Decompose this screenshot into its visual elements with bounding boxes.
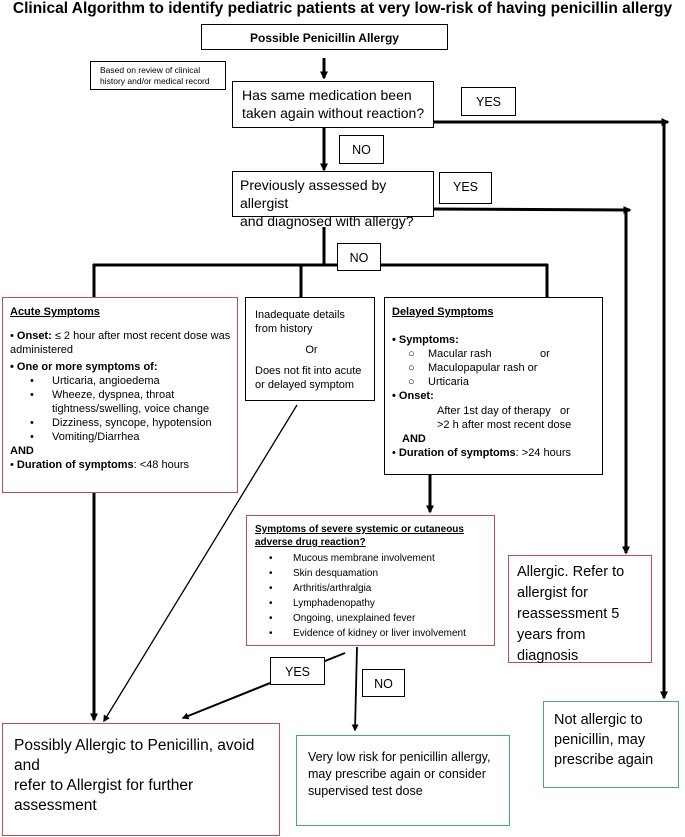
possibly-allergic-line-4: assessment [14,797,97,814]
delayed-duration-label: Duration of symptoms [398,447,516,459]
delayed-onset-text-1: After 1st day of therapy [437,405,551,417]
q1-line-1: Has same medication been [242,87,412,103]
note-line-2: history and/or medical record [100,76,210,86]
arrow-q2-yes [433,205,632,214]
possibly-allergic-box: Possibly Allergic to Penicillin, avoid a… [2,723,280,836]
delayed-symptom-suffix: or [540,348,550,360]
severe-item: •Arthritis/arthralgia [269,583,372,594]
acute-symptoms-box: Acute Symptoms • Onset: ≤ 2 hour after m… [2,297,238,493]
label-severe-yes: YES [270,657,325,685]
severe-item: •Evidence of kidney or liver involvement [269,628,466,639]
acute-and: AND [10,445,34,457]
acute-symptom-text: Urticaria, angioedema [52,375,160,387]
very-low-risk-text: Very low risk for penicillin allergy, ma… [308,750,491,798]
label-q2-yes: YES [439,172,492,204]
arrow-severe-no [351,646,359,732]
not-allergic-box: Not allergic to penicillin, may prescrib… [543,701,679,788]
acute-duration-label: Duration of symptoms [16,459,134,471]
q1-line-2: taken again without reaction? [242,105,425,121]
acute-symptom-item: •Wheeze, dyspnea, throat tightness/swell… [30,389,210,415]
possibly-allergic-line-1: Possibly Allergic to Penicillin, avoid [14,737,255,754]
label-q1-no: NO [339,135,384,164]
inadequate-details-box: Inadequate details from history Or Does … [245,297,375,401]
not-allergic-text: Not allergic to penicillin, may prescrib… [554,712,654,768]
inadequate-or: Or [305,344,318,356]
allergic-refer-box: Allergic. Refer to allergist for reasses… [508,555,652,664]
diagram-title: Clinical Algorithm to identify pediatric… [12,0,673,17]
acute-onset-label: Onset: [16,330,52,342]
acute-symptom-item: •Vomiting/Diarrhea [30,431,140,443]
q2-line-2: and diagnosed with allergy? [240,213,414,229]
delayed-onset-line-1: After 1st day of therapy or [437,404,596,418]
delayed-symptom-text: Maculopapular rash or [428,362,538,374]
inadequate-line-4: or delayed symptom [255,379,355,391]
delayed-and: AND [402,433,426,445]
severe-item: •Mucous membrane involvement [269,553,435,564]
inadequate-line-1: Inadequate details [255,309,345,321]
delayed-duration: • Duration of symptoms: >24 hours [392,447,571,459]
acute-symptom-text: Vomiting/Diarrhea [52,431,140,443]
question-previously-assessed: Previously assessed by allergist and dia… [232,171,434,229]
delayed-symptom-item: ○Urticaria [408,376,469,388]
possible-allergy-text: Possible Penicillin Allergy [250,31,399,45]
acute-symptoms-label-text: One or more symptoms of: [16,361,158,373]
acute-onset: • Onset: ≤ 2 hour after most recent dose… [10,330,231,356]
delayed-symptom-text: Urticaria [428,376,469,388]
label-severe-no: NO [362,669,405,697]
acute-duration-text: : <48 hours [133,459,189,471]
label-q2-no: NO [337,243,381,271]
delayed-symptoms-label-text: Symptoms: [398,334,459,346]
severe-item-text: Ongoing, unexplained fever [293,613,416,624]
severe-item: •Lymphadenopathy [269,598,375,609]
delayed-symptoms-label: • Symptoms: [392,334,459,346]
acute-onset-text: ≤ 2 hour after most recent dose was admi… [10,330,231,356]
possible-allergy-box: Possible Penicillin Allergy [201,24,448,50]
severe-item-text: Skin desquamation [293,568,379,579]
acute-symptoms-label: • One or more symptoms of: [10,361,158,373]
delayed-symptoms-box: Delayed Symptoms • Symptoms: ○Macular ra… [384,297,603,475]
label-q1-yes: YES [461,87,516,116]
delayed-heading: Delayed Symptoms [392,306,494,318]
acute-symptom-item: •Urticaria, angioedema [30,375,160,387]
severe-item-text: Evidence of kidney or liver involvement [293,628,466,639]
delayed-duration-text: : >24 hours [515,447,571,459]
delayed-onset-or: or [560,405,570,417]
acute-duration: • Duration of symptoms: <48 hours [10,459,189,471]
severe-reaction-box: Symptoms of severe systemic or cutaneous… [246,515,495,646]
delayed-symptom-item: ○Maculopapular rash or [408,362,538,374]
arrow-inadequate-to-possibly [103,404,298,723]
delayed-onset-line-2: >2 h after most recent dose [437,419,572,431]
inadequate-line-3: Does not fit into acute [255,365,362,377]
very-low-risk-box: Very low risk for penicillin allergy, ma… [296,735,510,826]
severe-heading: Symptoms of severe systemic or cutaneous… [255,524,464,548]
allergic-refer-text: Allergic. Refer to allergist for reasses… [517,564,625,664]
delayed-onset-label: • Onset: [392,390,434,402]
question-same-medication: Has same medication been taken again wit… [232,81,434,128]
severe-item-text: Arthritis/arthralgia [293,583,372,594]
acute-symptom-text: Wheeze, dyspnea, throat tightness/swelli… [52,389,210,415]
q2-line-1: Previously assessed by allergist [240,177,387,211]
delayed-onset-label-text: Onset: [398,390,434,402]
acute-symptom-item: •Dizziness, syncope, hypotension [30,417,212,429]
delayed-symptom-text: Macular rash [428,348,492,360]
possibly-allergic-line-3: refer to Allergist for further [14,777,194,794]
severe-item-text: Mucous membrane involvement [293,553,435,564]
severe-item: •Skin desquamation [269,568,379,579]
possibly-allergic-line-2: and [14,757,40,774]
acute-heading: Acute Symptoms [10,306,100,318]
severe-item: •Ongoing, unexplained fever [269,613,416,624]
acute-symptom-text: Dizziness, syncope, hypotension [52,417,212,429]
severe-item-text: Lymphadenopathy [293,598,375,609]
note-box: Based on review of clinical history and/… [90,61,226,90]
inadequate-line-2: from history [255,323,313,335]
note-line-1: Based on review of clinical [100,65,201,75]
